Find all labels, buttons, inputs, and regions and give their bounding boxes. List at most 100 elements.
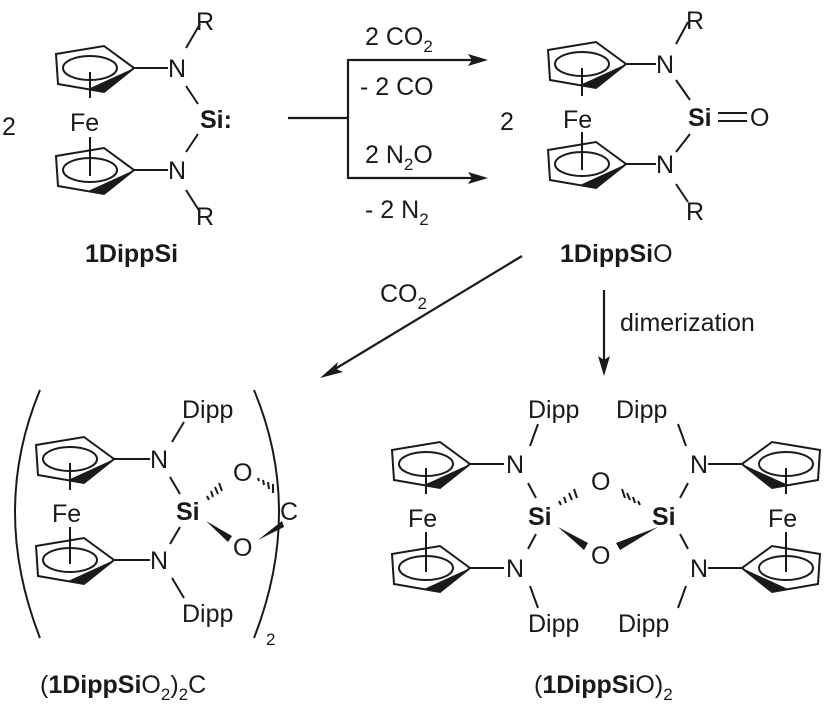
atom-n: N <box>506 555 524 583</box>
atom-r: R <box>196 8 214 36</box>
atom-si: Si <box>652 503 676 531</box>
atom-n: N <box>150 446 168 474</box>
arrow-dimerization: dimerization <box>598 290 755 376</box>
cp-ring <box>391 545 471 593</box>
atom-o: O <box>750 104 769 132</box>
compound-label: 1DippSi <box>85 240 178 268</box>
hashed-bond <box>558 488 641 506</box>
cp-ring-top <box>55 45 135 93</box>
substituent-dipp: Dipp <box>528 396 579 424</box>
cp-ring-top <box>35 436 115 484</box>
bond <box>185 189 201 213</box>
wedge-bond <box>558 527 588 550</box>
arrowhead <box>320 362 343 378</box>
substituent-dipp: Dipp <box>528 610 579 638</box>
bond <box>675 183 689 203</box>
atom-si: Si <box>176 498 200 526</box>
stoich-2: 2 <box>2 113 16 141</box>
bond <box>185 85 199 105</box>
bond <box>527 533 537 550</box>
atom-fe: Fe <box>70 109 99 137</box>
bond <box>675 21 689 45</box>
substituent-dipp: Dipp <box>618 610 669 638</box>
wedge-bond <box>616 527 658 550</box>
bond <box>675 79 691 101</box>
atom-fe: Fe <box>768 505 797 533</box>
arrow-co2-insertion: CO2 <box>320 255 523 378</box>
branched-arrow: 2 CO2 - 2 CO 2 N2O - 2 N2 <box>288 23 488 229</box>
compound-1DippSiO-dimer: Fe Fe N N N N Si Si O O Dipp Dipp Dipp D… <box>391 396 821 704</box>
atom-o: O <box>591 542 610 570</box>
atom-si: Si <box>528 503 552 531</box>
cp-ring <box>741 441 821 489</box>
atom-n: N <box>690 451 708 479</box>
reagent-co2: CO2 <box>380 280 427 313</box>
compound-1DippSiO: 2 Fe N N Si O R R 1DippSiO <box>500 7 769 268</box>
atom-fe: Fe <box>52 500 81 528</box>
compound-1DippSi: 2 Fe N N Si: R R 1DippSi <box>2 8 232 268</box>
byproduct-n2: - 2 N2 <box>365 196 429 229</box>
bond <box>679 533 689 550</box>
byproduct-co: - 2 CO <box>360 73 434 101</box>
atom-fe: Fe <box>563 106 592 134</box>
atom-n: N <box>656 51 674 79</box>
wedge-bond <box>206 521 232 542</box>
compound-label: (1DippSiO)2 <box>534 671 673 704</box>
cp-ring <box>391 441 471 489</box>
bond <box>677 423 687 447</box>
bond <box>171 421 185 443</box>
hashed-bond <box>206 477 274 501</box>
bond <box>527 482 537 499</box>
atom-o: O <box>233 534 252 562</box>
atom-fe: Fe <box>408 505 437 533</box>
atom-r: R <box>686 7 704 35</box>
cp-ring <box>741 545 821 593</box>
bond <box>171 577 185 599</box>
cp-ring-bottom <box>547 141 627 189</box>
atom-n: N <box>506 451 524 479</box>
atom-si: Si <box>688 104 712 132</box>
atom-r: R <box>686 198 704 226</box>
bracket-right <box>253 389 280 639</box>
atom-r: R <box>196 203 214 231</box>
cp-ring-bottom <box>35 537 115 585</box>
substituent-dipp: Dipp <box>182 396 233 424</box>
bracket-left <box>14 389 41 639</box>
wedge-bond <box>258 521 284 540</box>
atom-n: N <box>656 151 674 179</box>
bond <box>185 133 199 153</box>
atom-n: N <box>690 555 708 583</box>
bond <box>169 476 181 495</box>
bond <box>185 23 201 49</box>
atom-si-silylene: Si: <box>200 106 232 134</box>
compound-label: (1DippSiO2)2C <box>40 671 206 704</box>
compound-label: 1DippSiO <box>560 240 673 268</box>
stoich-2: 2 <box>500 108 514 136</box>
bond <box>677 585 687 609</box>
substituent-dipp: Dipp <box>182 600 233 628</box>
cp-ring-top <box>547 41 627 89</box>
label-dimerization: dimerization <box>620 309 755 337</box>
arrowhead <box>598 356 610 376</box>
atom-n: N <box>150 547 168 575</box>
substituent-dipp: Dipp <box>616 396 667 424</box>
arrow-line <box>329 255 523 373</box>
bond <box>675 133 691 153</box>
atom-c: C <box>280 498 298 526</box>
bond <box>679 482 689 499</box>
atom-o: O <box>591 468 610 496</box>
reagent-co2: 2 CO2 <box>365 23 433 56</box>
atom-n: N <box>168 55 186 83</box>
bond <box>169 526 181 545</box>
arrowhead <box>468 54 488 66</box>
atom-n: N <box>168 157 186 185</box>
atom-o: O <box>233 459 252 487</box>
cp-ring-bottom <box>55 147 135 195</box>
bond <box>529 423 539 447</box>
arrowhead <box>468 172 488 184</box>
bracket-subscript: 2 <box>266 630 275 649</box>
bond <box>529 585 539 609</box>
reagent-n2o: 2 N2O <box>365 141 433 174</box>
compound-1DippSiO2-2C: 2 Fe N N Si O O C Dipp Dipp (1DippSiO2)2… <box>14 389 298 704</box>
